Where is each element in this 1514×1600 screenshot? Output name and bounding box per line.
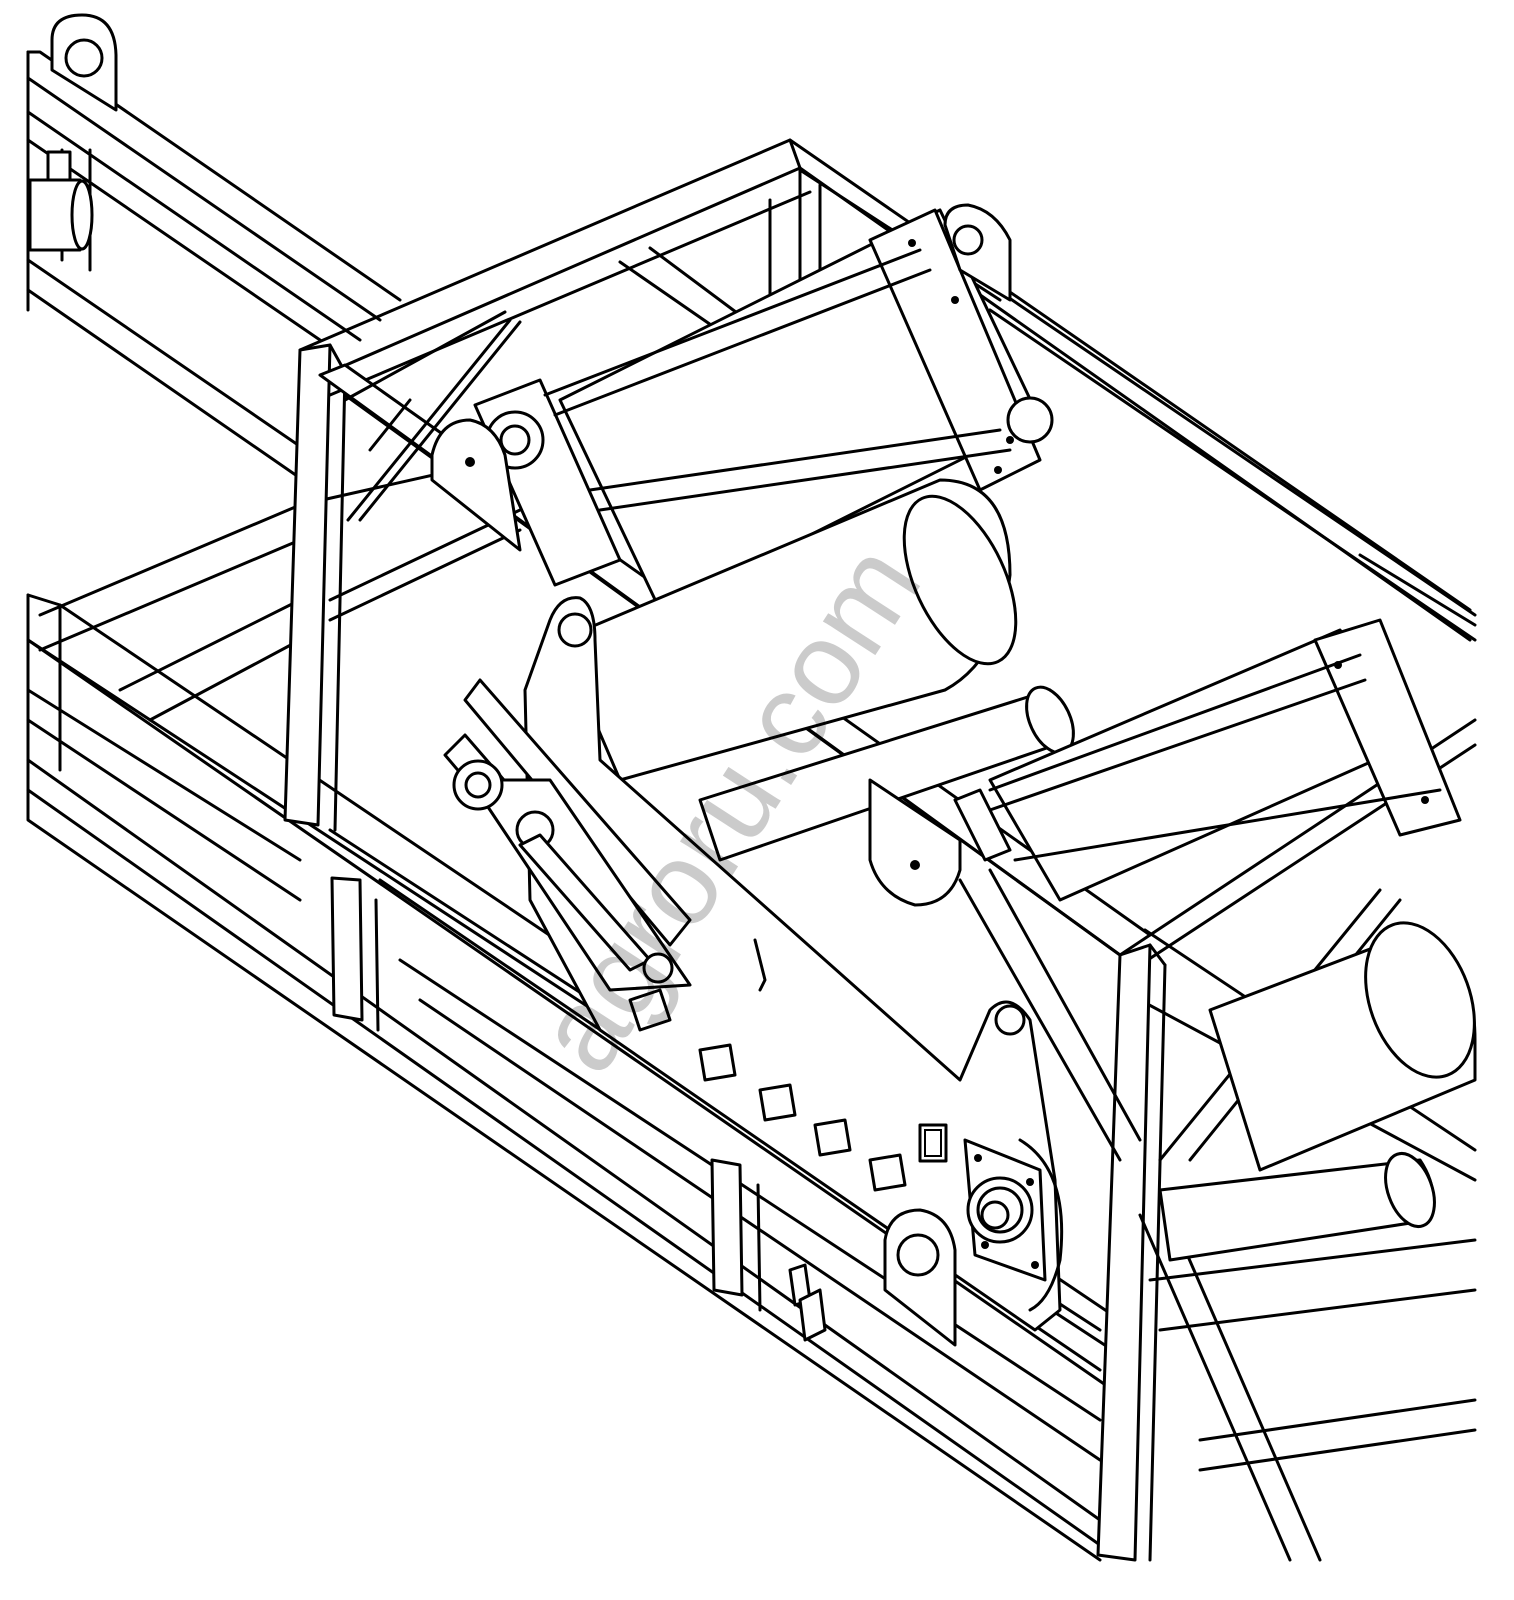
right-carriage bbox=[953, 618, 1462, 862]
lifting-eye-bottom bbox=[883, 1208, 957, 1347]
arm-slots bbox=[698, 938, 948, 1192]
bottom-clips bbox=[788, 1263, 827, 1342]
top-frame bbox=[298, 138, 1472, 642]
upper-left-rail bbox=[26, 50, 402, 480]
left-frame-posts bbox=[283, 343, 762, 1312]
screw-takeup bbox=[443, 678, 692, 1032]
right-lower-drum bbox=[1158, 921, 1477, 1262]
lifting-eye-top-left bbox=[50, 13, 118, 112]
middle-roller bbox=[698, 685, 1075, 862]
left-diagonal-braces bbox=[328, 310, 522, 622]
gusset-plates bbox=[430, 418, 962, 907]
right-frame-posts bbox=[958, 868, 1402, 1562]
lower-bearing bbox=[963, 1138, 1047, 1282]
